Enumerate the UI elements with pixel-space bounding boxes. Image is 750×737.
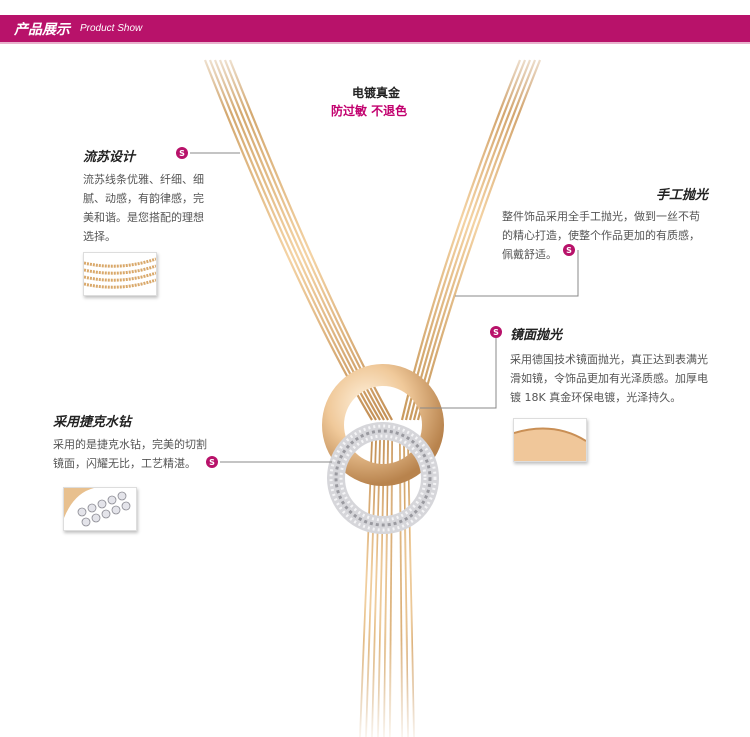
s-circle-icon [176,147,575,468]
text-line: 美和谐。是您搭配的理想 [83,211,204,224]
text-line: 腻、动感，有韵律感，完 [83,192,204,205]
crystal-thumbnail [63,487,137,531]
text-line: 镀 18K 真金环保电镀，光泽持久。 [510,391,682,404]
feature-handpolish-title: 手工抛光 [656,188,709,203]
text-line: 整件饰品采用全手工抛光，做到一丝不苟 [502,210,700,223]
text-line: 镜面，闪耀无比，工艺精湛。 [53,457,196,470]
center-caption-title: 电镀真金 [352,86,401,100]
text-line: 采用的是捷克水钻，完美的切割 [53,438,207,451]
leader-lines [190,152,579,463]
text-line: 的精心打造，使整个作品更加的有质感， [502,229,700,242]
text-line: 采用德国技术镜面抛光，真正达到表满光 [510,353,708,366]
svg-text:S: S [209,458,215,467]
feature-crystal-title: 采用捷克水钻 [53,415,132,430]
feature-handpolish-body: 整件饰品采用全手工抛光，做到一丝不苟 的精心打造，使整个作品更加的有质感， 佩戴… [502,207,732,264]
banner-title: 产品展示 [14,22,70,38]
feature-tassel-body: 流苏线条优雅、纤细、细 腻、动感，有韵律感，完 美和谐。是您搭配的理想 选择。 [83,170,233,246]
mirror-thumbnail [513,418,587,462]
center-caption-sub: 防过敏 不退色 [331,104,408,118]
feature-mirror-title: 镜面抛光 [510,328,563,343]
tassel-thumbnail [83,252,157,296]
banner-subtitle: Product Show [80,23,143,34]
text-line: 流苏线条优雅、纤细、细 [83,173,204,186]
svg-text:S: S [179,149,185,158]
text-line: 选择。 [83,230,116,243]
feature-tassel-title: 流苏设计 [83,150,136,165]
feature-crystal-body: 采用的是捷克水钻，完美的切割 镜面，闪耀无比，工艺精湛。 [53,435,223,473]
text-line: 佩戴舒适。 [502,248,557,261]
svg-text:S: S [493,328,499,337]
header-banner: 产品展示 Product Show [0,15,750,42]
feature-mirror-body: 采用德国技术镜面抛光，真正达到表满光 滑如镜，令饰品更加有光泽质感。加厚电 镀 … [510,350,740,407]
banner-divider [0,42,750,44]
svg-text:S: S [566,246,572,255]
text-line: 滑如镜，令饰品更加有光泽质感。加厚电 [510,372,708,385]
gold-ring [322,364,444,486]
